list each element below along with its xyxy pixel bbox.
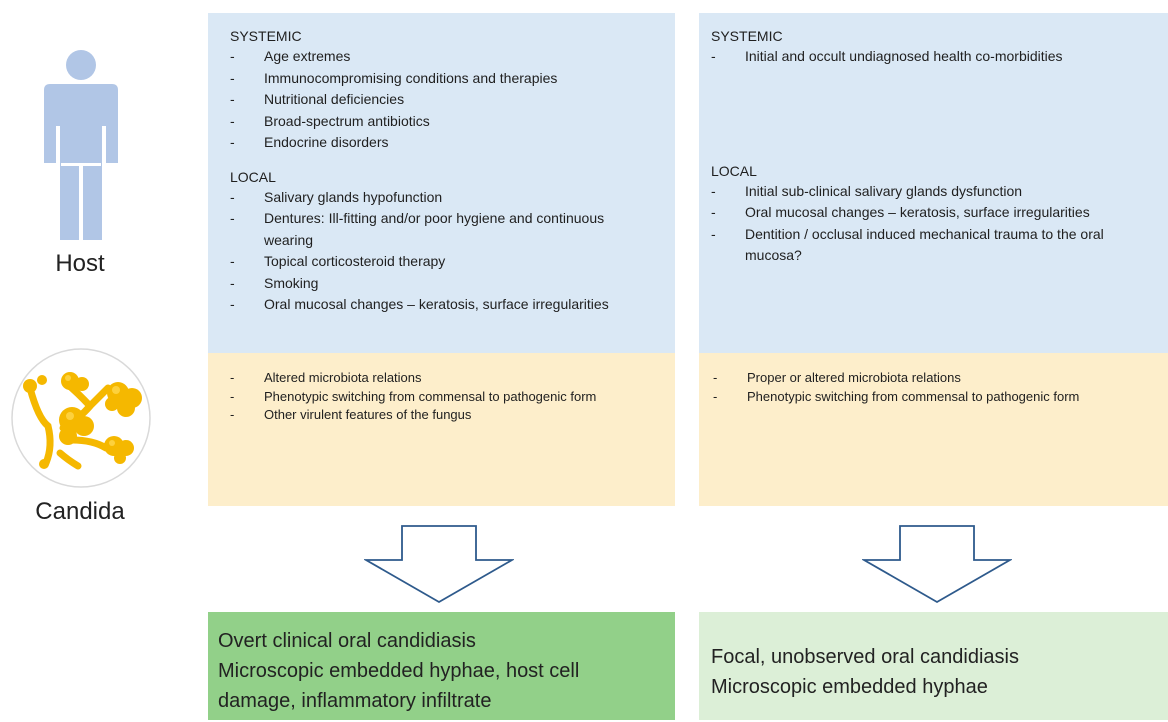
right-down-arrow <box>860 524 1014 604</box>
candida-fungus-icon <box>8 348 154 488</box>
left-down-arrow <box>362 524 516 604</box>
left-systemic-title: SYSTEMIC <box>230 28 302 44</box>
list-item: Nutritional deficiencies <box>230 89 675 111</box>
list-item: Topical corticosteroid therapy <box>230 251 640 273</box>
list-item: Dentures: Ill-fitting and/or poor hygien… <box>230 208 624 251</box>
left-candida-factors-box: Altered microbiota relations Phenotypic … <box>208 353 675 506</box>
left-systemic-list: Age extremes Immunocompromising conditio… <box>230 46 675 154</box>
left-outcome-box: Overt clinical oral candidiasis Microsco… <box>208 612 675 720</box>
left-outcome-line2: Microscopic embedded hyphae, host cell d… <box>218 660 580 712</box>
left-local-list: Salivary glands hypofunction Dentures: I… <box>230 187 640 316</box>
left-outcome-line1: Overt clinical oral candidiasis <box>218 630 476 652</box>
left-host-factors-box: SYSTEMIC Age extremes Immunocompromising… <box>208 13 675 353</box>
right-outcome-box: Focal, unobserved oral candidiasis Micro… <box>699 612 1168 720</box>
left-candida-list: Altered microbiota relations Phenotypic … <box>230 369 650 425</box>
list-item: Age extremes <box>230 46 675 68</box>
right-host-factors-box: SYSTEMIC Initial and occult undiagnosed … <box>699 13 1168 353</box>
host-person-icon <box>38 50 124 240</box>
host-label: Host <box>55 250 105 277</box>
list-item: Initial and occult undiagnosed health co… <box>711 46 1168 68</box>
right-candida-list: Proper or altered microbiota relations P… <box>713 369 1123 406</box>
list-item: Immunocompromising conditions and therap… <box>230 68 675 90</box>
candida-label: Candida <box>35 498 125 525</box>
list-item: Oral mucosal changes – keratosis, surfac… <box>711 202 1163 224</box>
right-local-title: LOCAL <box>711 162 757 179</box>
list-item: Dentition / occlusal induced mechanical … <box>711 224 1163 267</box>
list-item: Salivary glands hypofunction <box>230 187 640 209</box>
right-outcome-line1: Focal, unobserved oral candidiasis <box>711 646 1019 668</box>
list-item: Altered microbiota relations <box>230 369 650 388</box>
list-item: Phenotypic switching from commensal to p… <box>713 388 1127 407</box>
list-item: Smoking <box>230 273 640 295</box>
right-systemic-list: Initial and occult undiagnosed health co… <box>711 46 1168 68</box>
list-item: Oral mucosal changes – keratosis, surfac… <box>230 294 724 316</box>
right-outcome-line2: Microscopic embedded hyphae <box>711 676 988 698</box>
list-item: Broad-spectrum antibiotics <box>230 111 675 133</box>
left-local-title: LOCAL <box>230 168 276 185</box>
list-item: Endocrine disorders <box>230 132 675 154</box>
right-systemic-title: SYSTEMIC <box>711 28 783 44</box>
right-candida-factors-box: Proper or altered microbiota relations P… <box>699 353 1168 506</box>
right-local-list: Initial sub-clinical salivary glands dys… <box>711 181 1163 267</box>
list-item: Proper or altered microbiota relations <box>713 369 1123 388</box>
list-item: Other virulent features of the fungus <box>230 406 650 425</box>
list-item: Initial sub-clinical salivary glands dys… <box>711 181 1163 203</box>
list-item: Phenotypic switching from commensal to p… <box>230 388 644 407</box>
